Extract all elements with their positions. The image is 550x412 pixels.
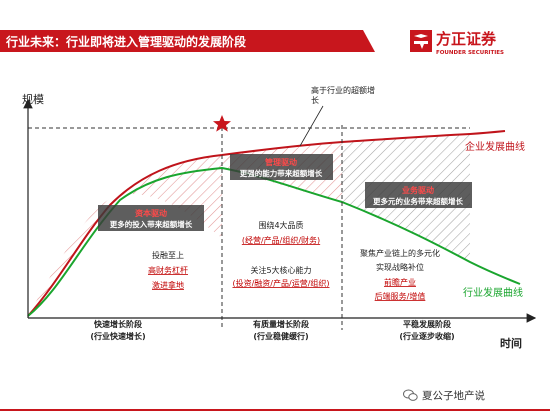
watermark: 夏公子地产说 bbox=[403, 386, 485, 404]
brand-name-cn: 方正证券 bbox=[436, 30, 497, 48]
x-axis-label: 时间 bbox=[500, 336, 522, 350]
brand-name-en: FOUNDER SECURITIES bbox=[436, 50, 504, 56]
business-driven-badge: 业务驱动 更多元的业务带来超额增长 bbox=[365, 182, 472, 208]
management-badge-subtitle: 更强的能力带来超额增长 bbox=[240, 168, 323, 178]
enterprise-curve bbox=[27, 130, 506, 317]
header-title: 行业未来：行业即将进入管理驱动的发展阶段 bbox=[5, 34, 247, 49]
wechat-icon bbox=[403, 389, 418, 401]
business-badge-title: 业务驱动 bbox=[402, 185, 434, 195]
capital-driven-badge: 资本驱动 更多的投入带来超额增长 bbox=[98, 205, 204, 231]
stage-2-name: 有质量增长阶段 bbox=[253, 319, 309, 329]
management-badge-title: 管理驱动 bbox=[265, 157, 297, 167]
phase2-focus-detail: (经营/产品/组织/财务) bbox=[242, 235, 320, 245]
phase1-line3: 激进拿地 bbox=[152, 280, 184, 290]
excess-area-capital bbox=[28, 155, 222, 316]
phase1-line1: 投融至上 bbox=[152, 250, 184, 260]
business-badge-subtitle: 更多元的业务带来超额增长 bbox=[373, 196, 463, 206]
inflection-star-icon bbox=[213, 115, 231, 132]
phase2-core-detail: (投资/融资/产品/运营/组织) bbox=[232, 278, 329, 288]
phase2-focus-title: 围绕4大品质 bbox=[258, 220, 303, 230]
phase3-line3: 前瞻产业 bbox=[384, 277, 416, 287]
excess-growth-note-line2: 长 bbox=[311, 95, 319, 105]
stage-3-name: 平稳发展阶段 bbox=[403, 319, 451, 329]
brand-logo: 方正证券 FOUNDER SECURITIES bbox=[410, 30, 504, 56]
header-bar: 行业未来：行业即将进入管理驱动的发展阶段 bbox=[0, 30, 375, 52]
management-driven-badge: 管理驱动 更强的能力带来超额增长 bbox=[230, 154, 333, 180]
capital-badge-title: 资本驱动 bbox=[135, 208, 167, 218]
stage-3-sub: (行业逐步收缩) bbox=[399, 331, 454, 341]
watermark-text: 夏公子地产说 bbox=[422, 389, 485, 402]
phase3-line2: 实现战略补位 bbox=[376, 262, 424, 272]
logo-mark-icon bbox=[410, 30, 432, 52]
excess-growth-note-line1: 高于行业的超额增 bbox=[311, 85, 375, 95]
capital-badge-subtitle: 更多的投入带来超额增长 bbox=[110, 219, 193, 229]
enterprise-curve-label: 企业发展曲线 bbox=[465, 140, 525, 153]
excess-note-pointer bbox=[299, 105, 324, 147]
phase1-line2: 高财务杠杆 bbox=[148, 265, 188, 275]
stage-1-name: 快速增长阶段 bbox=[94, 319, 142, 329]
y-axis-label: 规模 bbox=[22, 92, 44, 106]
phase3-line4: 后端服务/增值 bbox=[375, 291, 426, 301]
phase3-line1: 聚焦产业链上的多元化 bbox=[360, 248, 440, 258]
stage-2-sub: (行业稳健缓行) bbox=[253, 331, 308, 341]
stage-1-sub: (行业快速增长) bbox=[90, 331, 145, 341]
phase2-core-title: 关注5大核心能力 bbox=[250, 265, 311, 275]
industry-curve-label: 行业发展曲线 bbox=[463, 286, 523, 299]
